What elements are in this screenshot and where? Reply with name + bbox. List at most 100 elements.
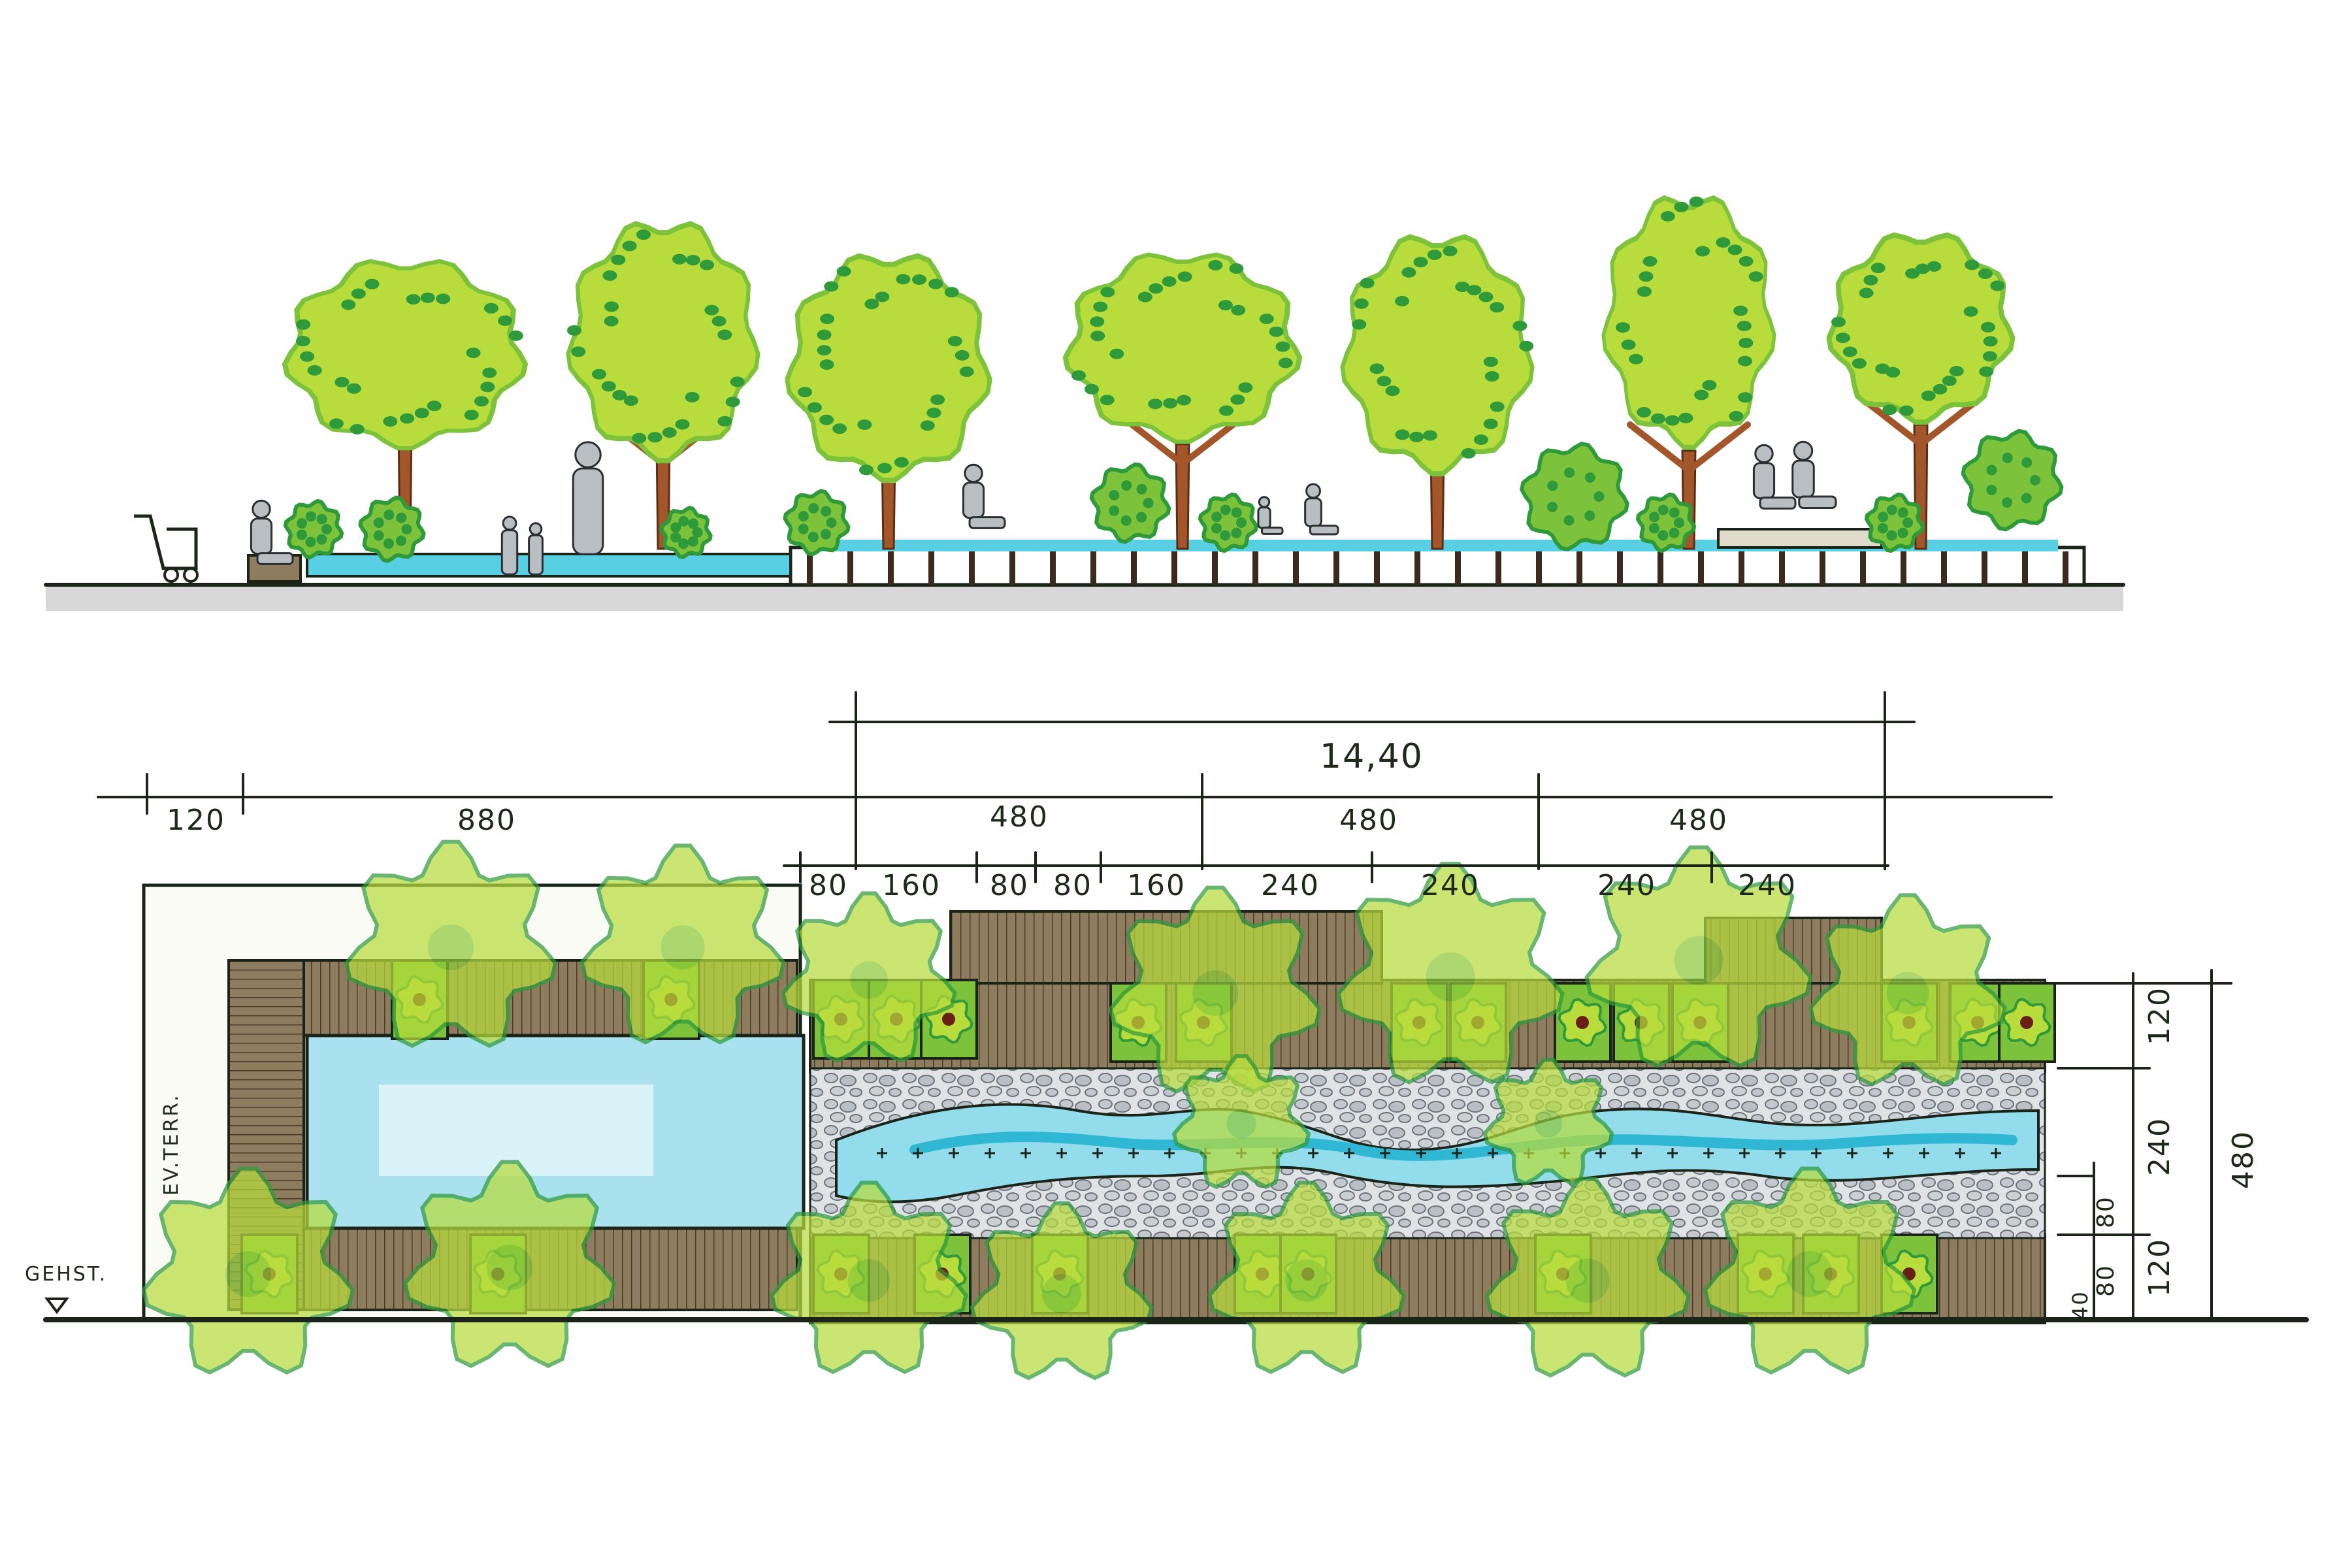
leaf-dot [817,329,832,340]
leaf-dot [1136,512,1147,523]
tree-canopy-plan [1171,1054,1311,1190]
leaf-dot [1986,484,1997,495]
tree-icon [566,221,760,550]
deck-post [1050,551,1056,585]
leaf-dot [826,517,837,528]
leaf-dot [1149,283,1164,294]
leaf-dot [1852,358,1867,369]
deck-post [1293,551,1299,585]
deck-post [1779,551,1785,585]
grid-cross [1308,1148,1318,1158]
ground-shadow [46,585,2123,611]
deck-post [1333,551,1339,585]
leaf-dot [296,336,310,346]
leaf-dot [1877,523,1888,534]
leaf-dot [959,367,974,377]
leaf-dot [1413,257,1428,268]
leaf-dot [1219,405,1233,416]
leaf-dot [1369,363,1384,374]
person-body [572,467,604,555]
leaf-dot [912,274,926,285]
leaf-dot [817,345,832,356]
leaf-dot [316,514,327,525]
deck-post [1009,551,1015,585]
leaf-dot [1905,268,1920,279]
deck-post [1414,551,1420,585]
leaf-dot [1211,512,1222,523]
person-icon [250,499,294,565]
shrub-icon [783,489,851,557]
leaf-dot [1738,392,1753,403]
leaf-dot [636,229,651,240]
dim-seg-240-b: 240 [1421,869,1480,902]
tree-canopy-plan [1482,1058,1614,1186]
canopy-center [1226,1109,1256,1139]
leaf-dot [1100,395,1115,406]
leaf-dot [1218,300,1233,311]
leaf-dot [297,518,308,529]
leaf-dot [2030,475,2040,485]
leaf-dot [1727,244,1742,255]
planting-bed [1998,982,2056,1063]
leaf-dot [1674,201,1689,212]
leaf-dot [1648,523,1659,534]
person-head [964,463,983,483]
shrub-body [1089,462,1171,544]
leaf-dot [824,281,839,292]
canopy-center [1534,1109,1563,1138]
dim-setback: 120 [167,804,225,837]
leaf-dot [1231,527,1242,538]
leaf-dot [1629,353,1643,365]
shrub-icon [1198,492,1259,553]
leaf-dot [1137,291,1152,302]
leaf-dot [1921,390,1936,401]
dim-depth-total: 480 [2227,1130,2260,1189]
shrub-body [358,495,426,563]
deck-post [1658,551,1663,585]
leaf-dot [1983,336,1998,347]
leaf-dot [420,292,435,303]
person-body [250,517,273,555]
person-icon [528,522,544,576]
deck-post [1171,551,1177,585]
tree-canopy-plan [1808,893,2007,1087]
leaf-dot [1473,434,1488,445]
leaf-dot [1443,246,1458,257]
dim-depth-80-b: 80 [2093,1264,2119,1297]
leaf-dot [373,530,384,541]
person-body [528,534,544,576]
grid-cross [1380,1148,1390,1158]
canopy-center [1285,1259,1328,1302]
leaf-dot [1639,271,1654,282]
leaf-dot [316,534,327,545]
shrub-body [1864,492,1925,553]
tree-canopy-plan [1108,885,1322,1094]
grid-cross [1452,1148,1462,1158]
shrub-icon [1089,462,1171,544]
deck-post [928,551,934,585]
dim-depth-strip-bottom: 120 [2143,1238,2176,1297]
leaf-dot [329,418,344,429]
leaf-dot [1903,517,1913,528]
leaf-dot [567,325,581,336]
leaf-dot [808,503,819,514]
leaf-dot [1423,430,1437,441]
leaf-dot [1231,304,1246,316]
leaf-dot [396,512,407,523]
leaf-dot [2002,452,2013,463]
leaf-dot [383,538,394,549]
person-icon [1304,483,1339,536]
shrub-body [1635,492,1697,553]
leaf-dot [1490,302,1505,313]
bed-center [1576,1016,1589,1029]
dim-gap-80: 80 [809,869,848,902]
leaf-dot [296,319,311,330]
leaf-dot [1637,407,1652,417]
shrub-icon [1864,492,1925,553]
leaf-dot [604,301,619,312]
leaf-dot [1085,384,1099,395]
leaf-dot [1483,356,1498,367]
leaf-dot [1965,259,1980,270]
grid-cross [1344,1148,1354,1158]
deck-post [1455,551,1461,585]
